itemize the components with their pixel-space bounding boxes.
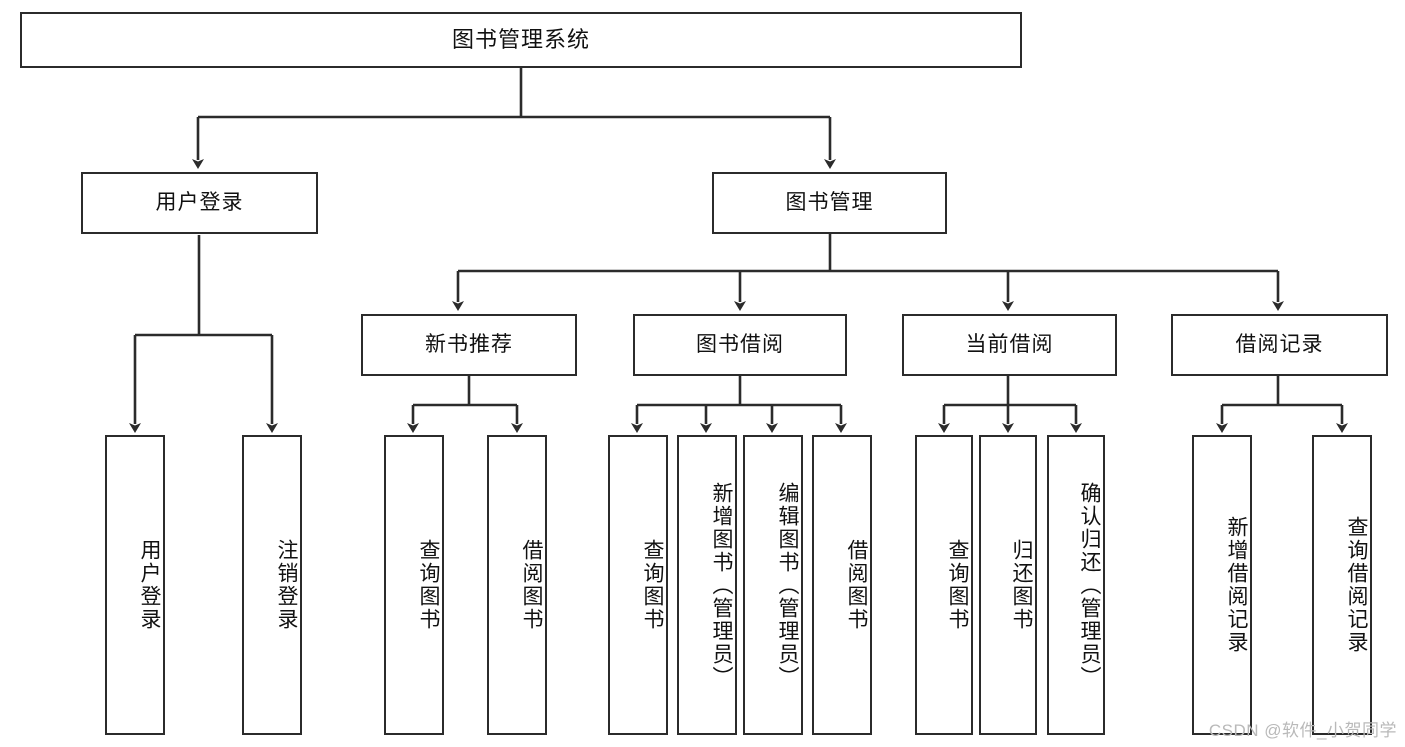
leaf-user-login-login[interactable]: 用户登录 <box>105 435 165 735</box>
leaf-user-login-logout[interactable]: 注销登录 <box>242 435 302 735</box>
node-current-borrow[interactable]: 当前借阅 <box>902 314 1117 376</box>
leaf-new-book-query[interactable]: 查询图书 <box>384 435 444 735</box>
leaf-record-query-record[interactable]: 查询借阅记录 <box>1312 435 1372 735</box>
leaf-current-return-book[interactable]: 归还图书 <box>979 435 1037 735</box>
leaf-borrow-borrow-book[interactable]: 借阅图书 <box>812 435 872 735</box>
leaf-borrow-edit-book-admin[interactable]: 编辑图书（管理员） <box>743 435 803 735</box>
watermark-text: CSDN @软件_小贺同学 <box>1208 721 1397 740</box>
node-borrow-record[interactable]: 借阅记录 <box>1171 314 1388 376</box>
node-root-system[interactable]: 图书管理系统 <box>20 12 1022 68</box>
node-user-login[interactable]: 用户登录 <box>81 172 318 234</box>
leaf-borrow-query-book[interactable]: 查询图书 <box>608 435 668 735</box>
leaf-current-confirm-return-admin[interactable]: 确认归还（管理员） <box>1047 435 1105 735</box>
node-book-borrow[interactable]: 图书借阅 <box>633 314 847 376</box>
leaf-record-add-record[interactable]: 新增借阅记录 <box>1192 435 1252 735</box>
leaf-current-query-book[interactable]: 查询图书 <box>915 435 973 735</box>
node-new-book-recommend[interactable]: 新书推荐 <box>361 314 577 376</box>
node-book-management[interactable]: 图书管理 <box>712 172 947 234</box>
leaf-new-book-borrow[interactable]: 借阅图书 <box>487 435 547 735</box>
leaf-borrow-add-book-admin[interactable]: 新增图书（管理员） <box>677 435 737 735</box>
